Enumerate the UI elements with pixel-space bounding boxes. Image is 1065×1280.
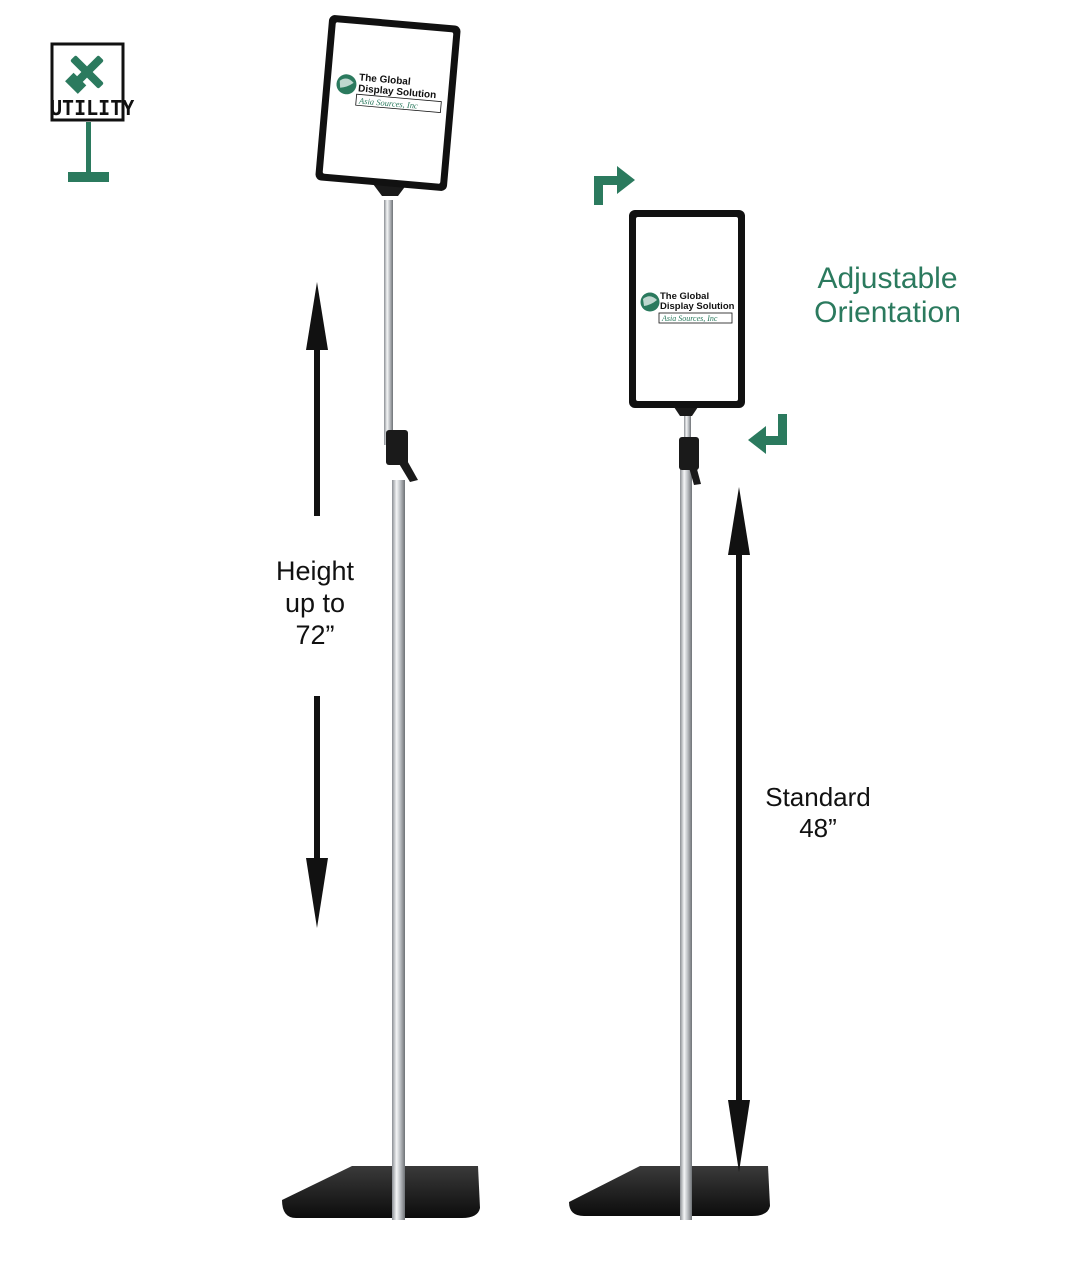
standard-sign-logo: The Global Display Solution Asia Sources…	[640, 291, 735, 324]
height-label-line1: Height	[275, 556, 355, 586]
standard-label: Standard 48”	[752, 782, 884, 843]
badge-frame	[50, 42, 125, 122]
logo-line1: The Global	[359, 72, 412, 87]
standard-stand-clamp	[679, 437, 701, 485]
tall-sign-frame: The Global Display Solution Asia Sources…	[315, 15, 461, 191]
standard-label-line2: 48”	[799, 812, 837, 843]
standard-stand-base	[569, 1166, 770, 1216]
badge-base	[68, 172, 109, 182]
rotate-arrow-bottom-icon	[748, 414, 787, 454]
rotate-arrow-top-icon	[594, 166, 635, 205]
logo-line2: Display Solution	[660, 301, 735, 312]
standard-stand-pole-neck	[684, 410, 691, 440]
standard-sign-stand: The Global Display Solution Asia Sources…	[569, 210, 770, 1220]
logo-line1: The Global	[660, 291, 709, 302]
height-arrow-up	[306, 282, 328, 516]
standard-label-line1: Standard	[765, 782, 871, 812]
tall-stand-base	[282, 1166, 480, 1218]
orientation-label: Adjustable Orientation	[800, 262, 975, 329]
orientation-label-line2: Orientation	[814, 295, 961, 329]
badge-pole	[86, 122, 91, 174]
tall-sign-logo: The Global Display Solution Asia Sources…	[336, 72, 442, 114]
height-label: Height up to 72”	[250, 556, 380, 652]
tools-icon	[65, 55, 104, 94]
logo-company: Asia Sources, Inc	[661, 314, 718, 323]
utility-badge	[50, 42, 125, 182]
tall-sign-stand: The Global Display Solution Asia Sources…	[282, 15, 480, 1220]
standard-sign-frame: The Global Display Solution Asia Sources…	[629, 210, 745, 408]
tall-stand-pole-upper	[384, 200, 393, 445]
utility-badge-label: UTILITY	[50, 96, 135, 120]
tall-stand-clamp	[386, 430, 418, 482]
standard-stand-pole	[680, 468, 692, 1220]
height-arrow-down	[306, 696, 328, 928]
orientation-label-line1: Adjustable	[817, 262, 958, 295]
standard-height-arrow	[728, 487, 750, 1172]
height-label-line2: up to	[284, 587, 346, 618]
tall-stand-pole-lower	[392, 480, 405, 1220]
height-label-line3: 72”	[295, 619, 335, 650]
